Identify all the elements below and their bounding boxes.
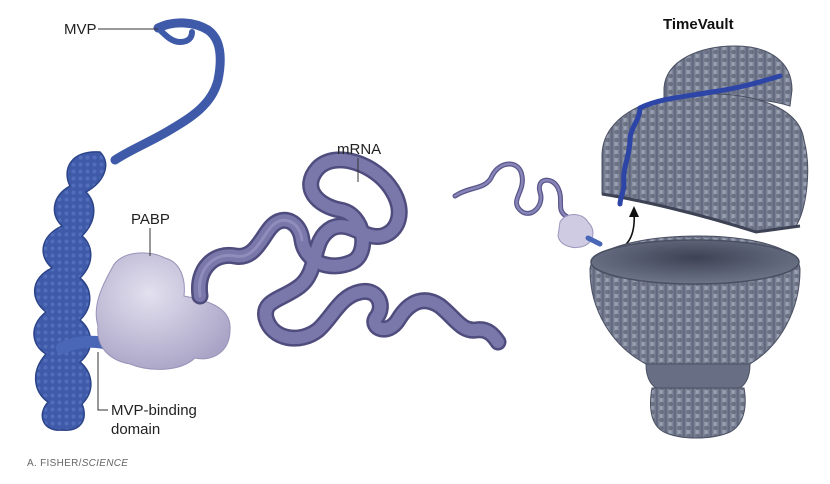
label-mvp: MVP [64,21,97,38]
cargo-small [452,161,583,233]
timevault-cup [589,235,801,439]
label-mvp-binding-line2: domain [111,421,161,438]
label-pabp: PABP [131,211,170,228]
pabp-protein [95,252,231,370]
mrna-strand [191,151,507,351]
label-timevault: TimeVault [663,16,734,33]
mvp-protein [33,18,225,431]
leader-mvp-binding [97,352,108,411]
image-credit: A. FISHER/SCIENCE [27,458,128,469]
label-mrna: mRNA [337,141,382,158]
leader-lines [97,28,359,411]
pabp-small [557,214,603,249]
credit-publication: SCIENCE [81,458,129,469]
timevault-lid [601,45,809,234]
label-mvp-binding-line1: MVP-binding [111,402,197,419]
credit-author: A. FISHER/ [27,458,82,469]
